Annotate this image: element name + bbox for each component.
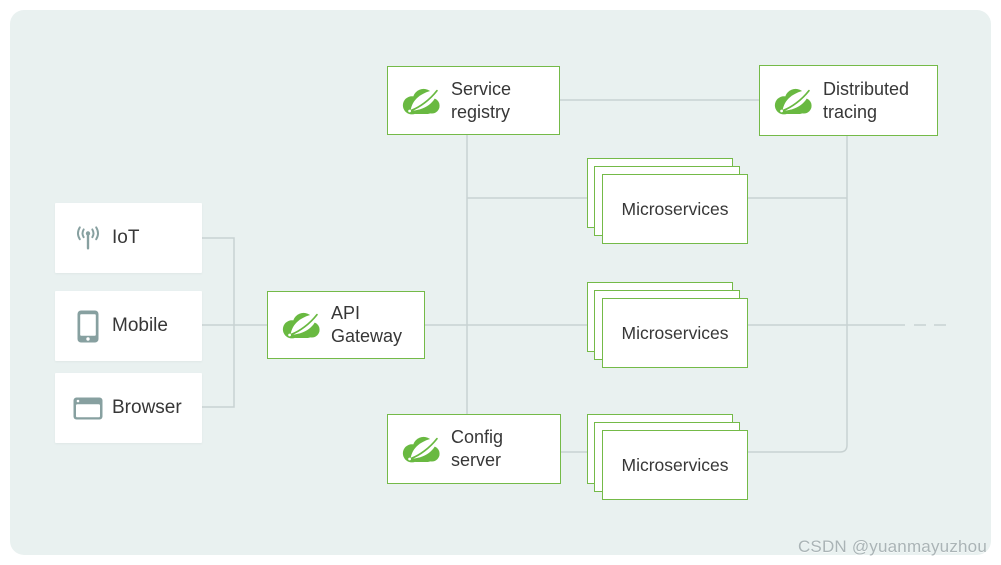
node-mobile: Mobile [55, 291, 202, 361]
node-config-server-label: Config server [451, 427, 504, 470]
line-tracing-vertical-to-config-row [561, 136, 848, 453]
node-microservices-stack-bottom: Microservices [587, 414, 749, 501]
node-browser-label: Browser [112, 397, 182, 418]
node-service-registry-label: Service registry [451, 78, 512, 122]
node-iot-label: IoT [112, 227, 140, 248]
node-service-registry: Service registry [387, 66, 560, 135]
mobile-phone-icon [67, 310, 109, 343]
iot-antenna-icon [67, 225, 109, 251]
node-mobile-label: Mobile [112, 315, 168, 336]
node-microservices-stack-middle: Microservices [587, 282, 749, 369]
node-iot: IoT [55, 203, 202, 273]
line-clients-bus [202, 237, 235, 408]
spring-cloud-logo-icon [402, 87, 440, 115]
browser-window-icon [67, 397, 109, 420]
microservices-label: Microservices [621, 322, 729, 343]
stack-layer-front: Microservices [602, 174, 748, 244]
node-browser: Browser [55, 373, 202, 443]
node-api-gateway-label: API Gateway [331, 303, 403, 346]
watermark: CSDN @yuanmayuzhou [797, 537, 987, 556]
microservices-label: Microservices [621, 454, 729, 475]
node-api-gateway: API Gateway [267, 291, 425, 359]
node-microservices-stack-top: Microservices [587, 158, 749, 245]
node-config-server: Config server [387, 414, 561, 484]
spring-cloud-logo-icon [774, 87, 812, 115]
stack-layer-front: Microservices [602, 430, 748, 500]
microservices-label: Microservices [621, 198, 729, 219]
spring-cloud-logo-icon [402, 436, 440, 464]
node-distributed-tracing: Distributed tracing [759, 65, 938, 136]
node-distributed-tracing-label: Distributed tracing [823, 78, 910, 122]
stack-layer-front: Microservices [602, 298, 748, 368]
spring-cloud-logo-icon [282, 312, 320, 340]
